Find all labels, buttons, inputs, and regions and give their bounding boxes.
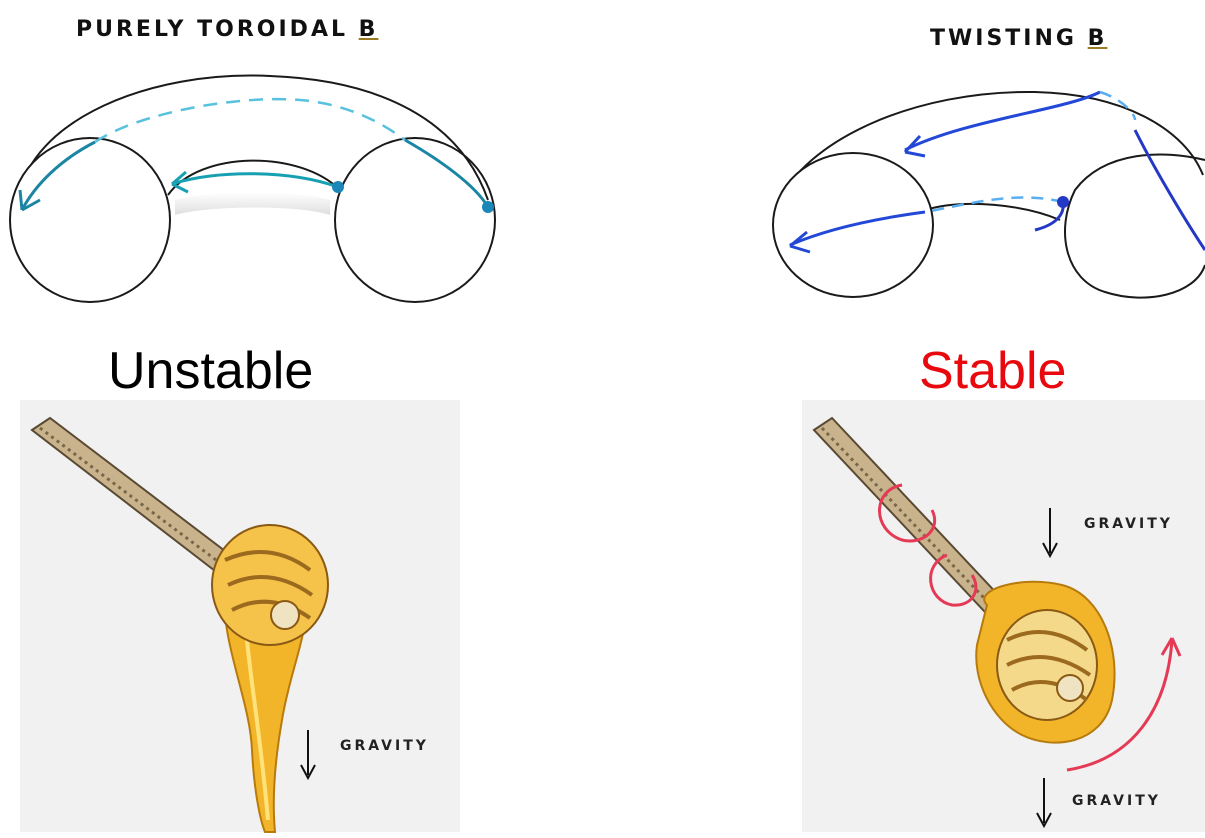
field-line-back [95,99,405,142]
torus-outline-inner-r [925,204,1060,220]
torus-cross-section-right-r [1065,154,1205,297]
dipper-head-r [997,610,1097,720]
twist-line-top [905,92,1100,150]
unstable-label: Unstable [108,345,313,397]
unstable-honey-illustration: GRAVITY [20,400,460,832]
field-line-inner [175,174,338,187]
gravity-arrow-left [301,730,315,778]
stable-label: Stable [919,345,1066,397]
field-point-inner [332,181,344,193]
twisting-field-torus [765,0,1205,310]
gravity-arrow-top [1043,508,1057,556]
toroidal-field-torus [0,0,500,320]
gravity-label-bottom: GRAVITY [1072,793,1161,809]
gravity-arrow-bottom [1037,778,1051,826]
torus-cross-section-left [10,138,170,302]
stable-honey-illustration: GRAVITY GRAVITY [802,400,1205,832]
torus-cross-section-right [335,138,495,302]
twist-point [1057,196,1069,208]
gravity-label-left: GRAVITY [340,738,429,754]
gravity-label-top: GRAVITY [1084,516,1173,532]
field-point-outer [482,201,494,213]
